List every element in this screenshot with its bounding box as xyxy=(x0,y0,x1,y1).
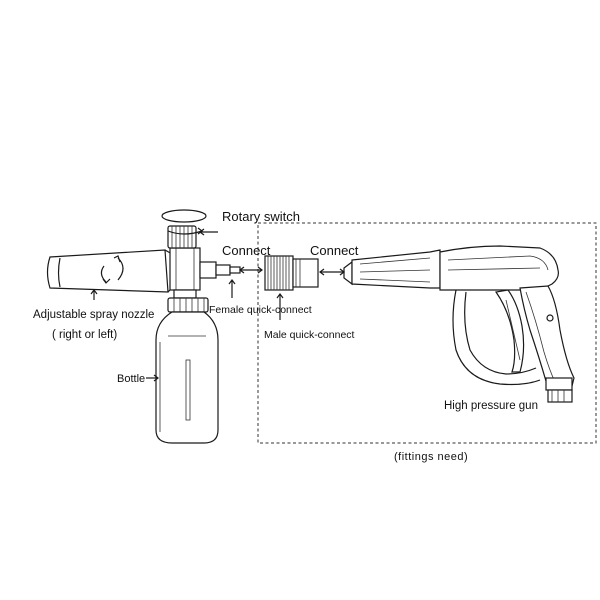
bottle xyxy=(155,311,219,444)
high-pressure-gun xyxy=(343,245,575,403)
rotary-switch xyxy=(161,209,207,249)
female-quick-connect-label: Female quick-connect xyxy=(209,304,312,316)
fittings-dashed-box xyxy=(257,222,597,444)
nozzle-direction-label: ( right or left) xyxy=(52,329,117,341)
valve-body xyxy=(169,247,201,291)
rotation-ring-icon xyxy=(161,209,207,223)
male-quick-connect xyxy=(264,255,319,291)
foam-lance xyxy=(46,209,241,444)
fittings-note-label: (fittings need) xyxy=(394,451,468,463)
adjustable-nozzle xyxy=(46,249,173,293)
bottle-cap xyxy=(167,289,209,313)
arrows xyxy=(90,228,345,382)
adjustable-nozzle-label: Adjustable spray nozzle xyxy=(33,309,154,321)
high-pressure-gun-label: High pressure gun xyxy=(444,400,538,412)
connect-right-label: Connect xyxy=(310,243,359,258)
female-quick-connect xyxy=(199,261,241,279)
bottle-label: Bottle xyxy=(117,373,145,385)
connect-left-label: Connect xyxy=(222,243,271,258)
rotary-switch-label: Rotary switch xyxy=(222,209,300,224)
male-quick-connect-label: Male quick-connect xyxy=(264,329,355,341)
